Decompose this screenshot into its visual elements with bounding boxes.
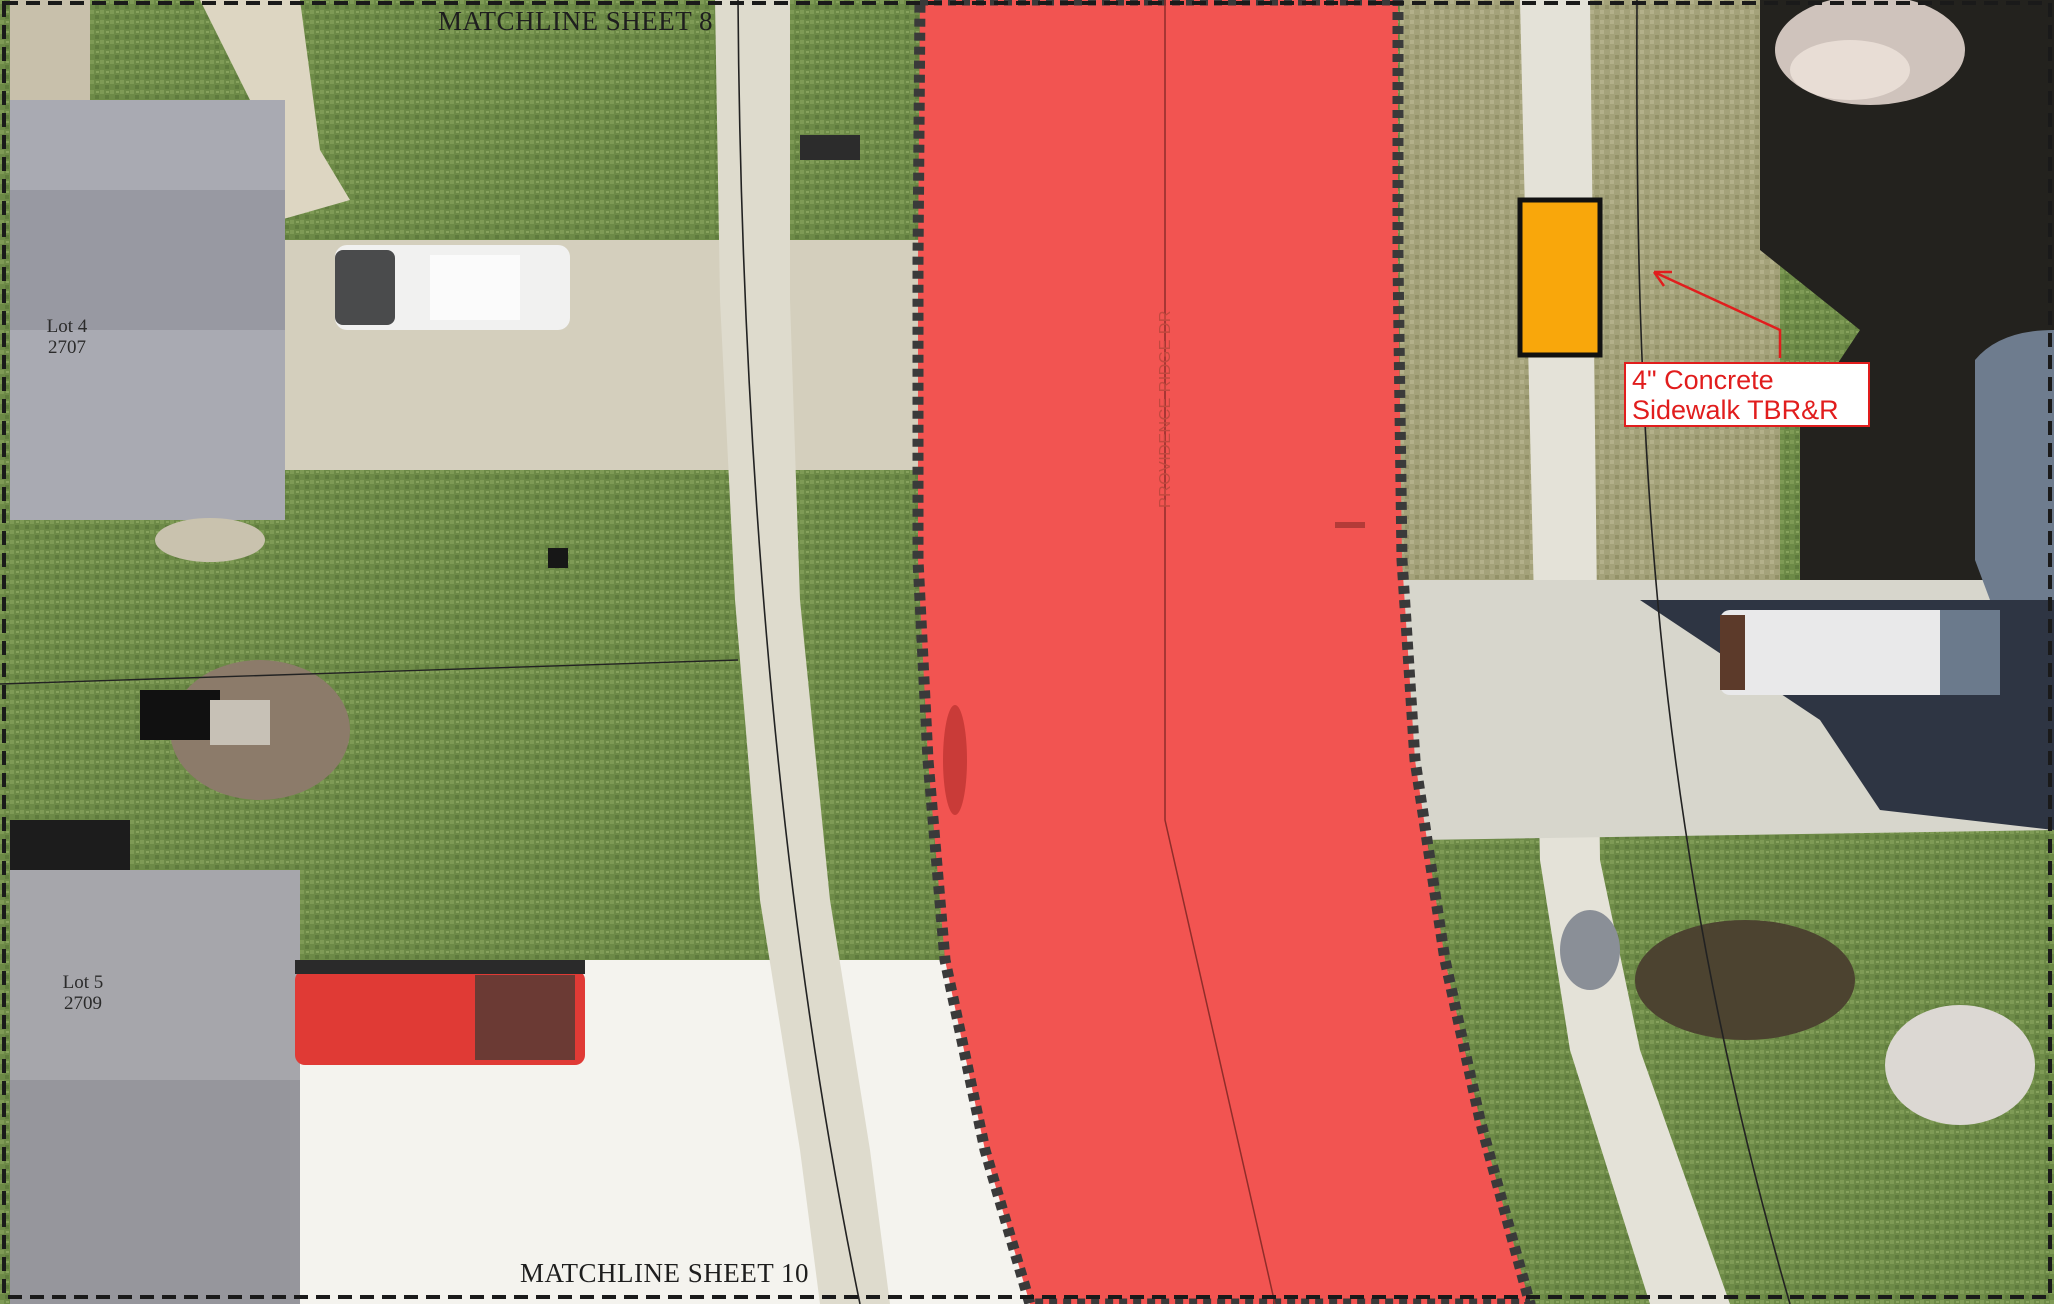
callout-leader-line [1653, 270, 1782, 358]
sidewalk [715, 0, 890, 1304]
house-roof [1975, 330, 2054, 600]
utility-marker [548, 548, 568, 568]
callout-line-1: 4" Concrete [1632, 365, 1774, 395]
sidewalk-removal-area[interactable] [1517, 197, 1603, 358]
road-marking [1335, 522, 1365, 528]
road-stain [943, 705, 967, 815]
vehicle [335, 250, 395, 325]
vehicle [1720, 615, 1745, 690]
vehicle [1720, 610, 1970, 695]
vehicle [430, 255, 520, 320]
shadow [295, 960, 585, 974]
callout-line-2: Sidewalk TBR&R [1632, 395, 1839, 425]
patio [155, 518, 265, 562]
utility-marker [800, 135, 860, 160]
lot-line [0, 659, 739, 685]
house-roof [10, 190, 285, 330]
tree-canopy [1790, 40, 1910, 100]
right-of-way-line [737, 0, 861, 1304]
house-roof [10, 1080, 300, 1304]
road-centerline [1164, 0, 1276, 1304]
grill [140, 690, 220, 740]
shadow [10, 820, 130, 870]
callout-arrowhead [1652, 270, 1672, 287]
pavement-removal-area[interactable] [912, 0, 1536, 1304]
tree-canopy [1635, 920, 1855, 1040]
sidewalk-callout[interactable]: 4" Concrete Sidewalk TBR&R [1624, 362, 1870, 427]
shrub [1560, 910, 1620, 990]
right-of-way-line [1636, 0, 1791, 1304]
patio [10, 0, 90, 100]
vehicle [475, 975, 575, 1060]
tree-canopy [1885, 1005, 2035, 1125]
patio [210, 700, 270, 745]
vehicle [1940, 610, 2000, 695]
